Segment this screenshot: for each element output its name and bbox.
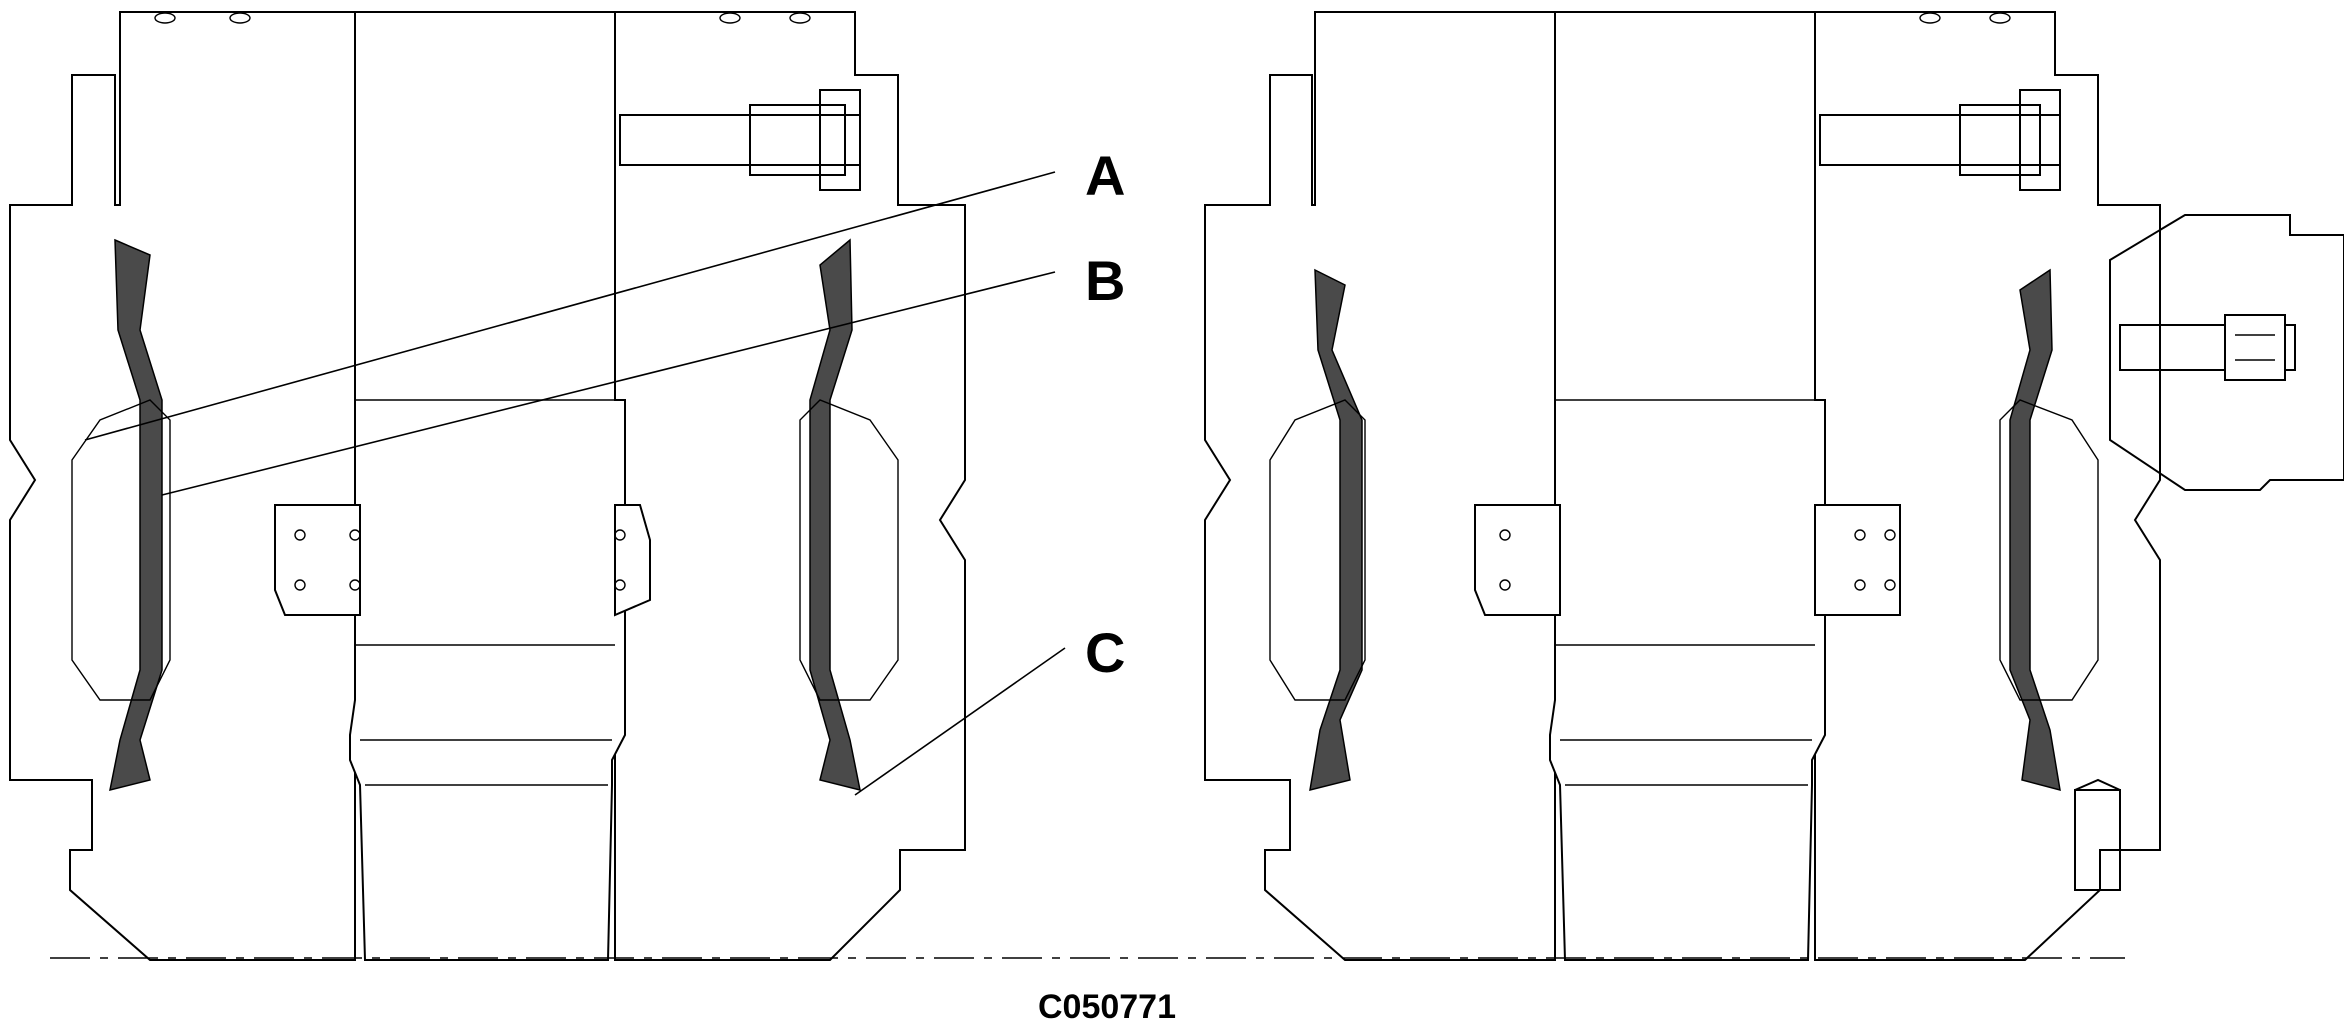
figure-id: C050771 <box>1038 988 1176 1026</box>
right-outer-body-right <box>1814 11 2161 961</box>
right-central-bore <box>1549 11 1826 961</box>
left-valve-fitting <box>619 114 861 166</box>
left-central-bore <box>349 11 626 961</box>
right-lock-ring <box>1474 504 1561 616</box>
right-seal-bladder-a <box>1309 268 1363 792</box>
left-lock-ring <box>274 504 361 616</box>
leader-line-b <box>161 271 1056 496</box>
left-seal-bladder-a <box>109 238 163 792</box>
left-seal-bladder-b <box>809 238 861 792</box>
left-assembly <box>9 11 966 961</box>
right-assembly <box>1204 11 2344 961</box>
right-seal-bladder-b <box>2009 268 2061 792</box>
callout-c: C <box>1085 621 1125 684</box>
right-outer-body-left <box>1204 11 1556 961</box>
leader-line-c <box>854 647 1066 796</box>
right-actuator-housing <box>2109 214 2344 491</box>
right-actuator-piston <box>2119 324 2296 371</box>
right-valve-fitting <box>1819 114 2061 166</box>
left-outer-body-left <box>9 11 356 961</box>
leader-line-a <box>84 171 1056 441</box>
callout-a: A <box>1085 144 1125 207</box>
callout-b: B <box>1085 249 1125 312</box>
left-outer-body-right <box>614 11 966 961</box>
right-side-block <box>2074 789 2121 891</box>
